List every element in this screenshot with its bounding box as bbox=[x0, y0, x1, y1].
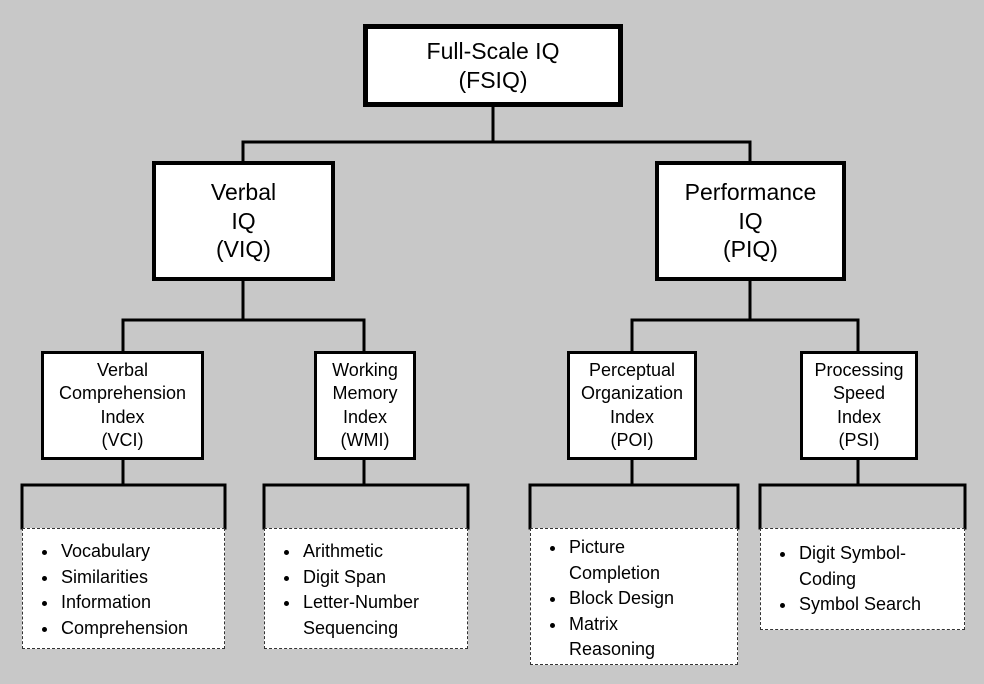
piq-abbrev: (PIQ) bbox=[723, 236, 778, 263]
list-item: Comprehension bbox=[59, 616, 224, 642]
list-item: Vocabulary bbox=[59, 539, 224, 565]
poi-subtest-list: Picture Completion Block Design Matrix R… bbox=[530, 528, 738, 665]
wmi-node: Working Memory Index (WMI) bbox=[314, 351, 416, 460]
vci-abbrev: (VCI) bbox=[101, 429, 144, 450]
poi-line: Index bbox=[609, 406, 655, 427]
poi-node: Perceptual Organization Index (POI) bbox=[567, 351, 697, 460]
poi-line: Organization bbox=[580, 383, 684, 404]
poi-line: Perceptual bbox=[588, 360, 676, 381]
list-item: Information bbox=[59, 590, 224, 616]
piq-title-line1: Performance bbox=[684, 178, 817, 205]
wmi-abbrev: (WMI) bbox=[340, 429, 390, 450]
vci-line: Index bbox=[100, 406, 145, 427]
psi-abbrev: (PSI) bbox=[838, 429, 880, 450]
vci-subtest-list: Vocabulary Similarities Information Comp… bbox=[22, 528, 225, 649]
fsiq-abbrev: (FSIQ) bbox=[458, 66, 528, 93]
list-item: Matrix Reasoning bbox=[567, 612, 669, 663]
viq-node: Verbal IQ (VIQ) bbox=[152, 161, 335, 281]
wmi-line: Working bbox=[332, 360, 398, 381]
psi-line: Speed bbox=[832, 383, 886, 404]
wmi-line: Index bbox=[342, 406, 388, 427]
poi-abbrev: (POI) bbox=[610, 429, 654, 450]
piq-title-line2: IQ bbox=[738, 207, 763, 234]
wmi-subtest-list: Arithmetic Digit Span Letter-Number Sequ… bbox=[264, 528, 468, 649]
list-item: Picture Completion bbox=[567, 535, 679, 586]
vci-node: Verbal Comprehension Index (VCI) bbox=[41, 351, 204, 460]
list-item: Block Design bbox=[567, 586, 737, 612]
psi-node: Processing Speed Index (PSI) bbox=[800, 351, 918, 460]
viq-abbrev: (VIQ) bbox=[216, 236, 271, 263]
psi-line: Index bbox=[836, 406, 882, 427]
fsiq-node: Full-Scale IQ (FSIQ) bbox=[363, 24, 623, 107]
list-item: Digit Symbol-Coding bbox=[797, 541, 924, 592]
list-item: Symbol Search bbox=[797, 592, 964, 618]
piq-node: Performance IQ (PIQ) bbox=[655, 161, 846, 281]
fsiq-title: Full-Scale IQ bbox=[426, 37, 560, 64]
vci-line: Verbal bbox=[96, 360, 149, 381]
psi-subtest-list: Digit Symbol-Coding Symbol Search bbox=[760, 528, 965, 630]
list-item: Similarities bbox=[59, 565, 224, 591]
psi-line: Processing bbox=[814, 360, 904, 381]
wmi-line: Memory bbox=[332, 383, 398, 404]
list-item: Letter-Number Sequencing bbox=[301, 590, 448, 641]
list-item: Arithmetic bbox=[301, 539, 467, 565]
viq-title-line2: IQ bbox=[231, 207, 256, 234]
viq-title-line1: Verbal bbox=[210, 178, 277, 205]
list-item: Digit Span bbox=[301, 565, 467, 591]
vci-line: Comprehension bbox=[58, 383, 187, 404]
